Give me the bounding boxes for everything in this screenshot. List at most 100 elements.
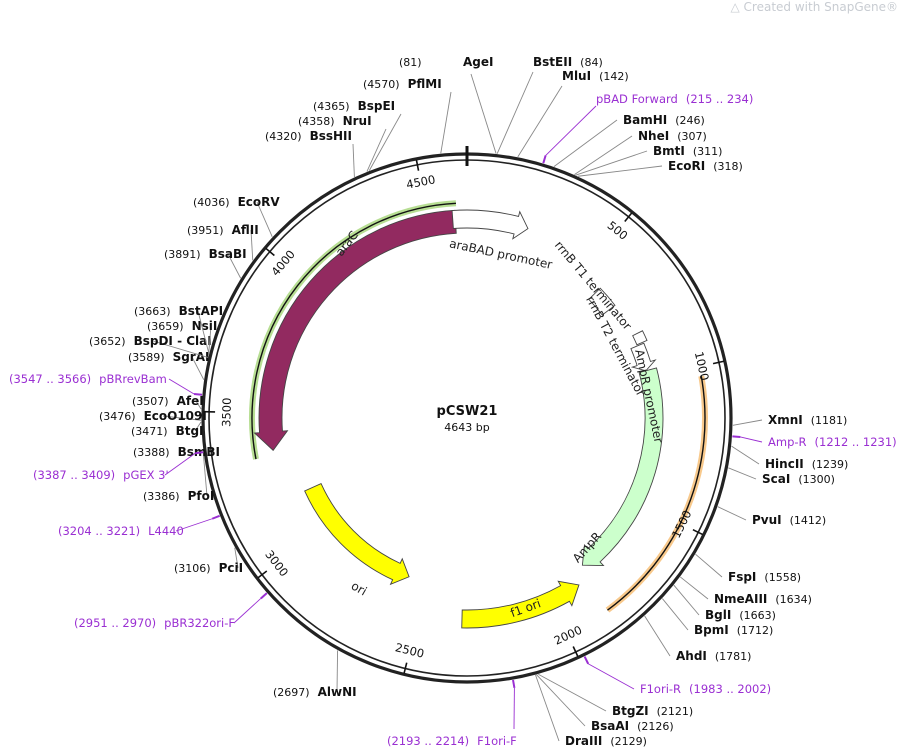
- primer-amp-r[interactable]: Amp-R(1212 .. 1231): [768, 435, 897, 449]
- enzyme-leader-xmni: [732, 419, 763, 426]
- enzyme-mlui[interactable]: MluI(142): [562, 69, 629, 83]
- primer-leader-l4440: [175, 518, 213, 532]
- enzyme-name: BmtI: [653, 144, 685, 158]
- enzyme-pvui[interactable]: PvuI(1412): [752, 513, 826, 527]
- enzyme-leader-nhei: [574, 135, 633, 176]
- enzyme-bmti[interactable]: BmtI(311): [653, 144, 722, 158]
- primer-name: pBRrevBam: [99, 372, 167, 386]
- primer-pbad-forward[interactable]: pBAD Forward(215 .. 234): [596, 92, 753, 106]
- feature-ampr-promoter[interactable]: [630, 342, 657, 372]
- enzyme-nsii[interactable]: (3659)NsiI: [147, 319, 217, 333]
- tick-mark: [257, 570, 268, 579]
- enzyme-bspei[interactable]: (4365) BspEI: [313, 99, 395, 113]
- enzyme-name: AflII: [232, 223, 259, 237]
- primer-name: F1ori-R: [640, 682, 681, 696]
- enzyme-position: (4358): [298, 115, 335, 128]
- enzyme-bsshii[interactable]: (4320)BssHII: [265, 129, 352, 143]
- enzyme-position: (1239): [812, 458, 849, 471]
- primer-mark-f1ori-r: [583, 656, 590, 665]
- enzyme-hincii[interactable]: HincII(1239): [765, 457, 848, 471]
- enzyme-bpmi[interactable]: BpmI (1712): [694, 623, 773, 637]
- primer-range: (3387 .. 3409): [33, 468, 115, 482]
- tick-mark: [415, 159, 420, 171]
- feature-arabad-promoter[interactable]: [451, 209, 529, 240]
- primer-pbrrevbam[interactable]: (3547 .. 3566)pBRrevBam: [9, 372, 167, 386]
- enzyme-afei[interactable]: (3507)AfeI: [132, 394, 204, 408]
- enzyme-position: (3386): [143, 490, 180, 503]
- primer-mark-amp-r: [732, 435, 741, 438]
- enzyme-pflmi[interactable]: (4570)PflMI: [363, 77, 442, 91]
- primer-range: (3204 .. 3221): [58, 524, 140, 538]
- enzyme-ahdi[interactable]: AhdI(1781): [676, 649, 751, 663]
- enzyme-xmni[interactable]: XmnI(1181): [768, 413, 847, 427]
- watermark-reg: ®: [886, 0, 898, 14]
- enzyme-bamhi[interactable]: BamHI(246): [623, 113, 705, 127]
- primer-f1ori-r[interactable]: F1ori-R(1983 .. 2002): [640, 682, 771, 696]
- feature-rrnb-t2-terminator[interactable]: [632, 330, 648, 346]
- enzyme-bgli[interactable]: BglI(1663): [705, 608, 776, 622]
- primer-pgex-3[interactable]: (3387 .. 3409)pGEX 3': [33, 468, 169, 482]
- enzyme-position: (3106): [174, 562, 211, 575]
- enzyme-name: BsaAI: [591, 719, 629, 733]
- enzyme-btgi[interactable]: (3471) BtgI: [131, 424, 204, 438]
- enzyme-bsmbi[interactable]: (3388)BsmBI: [133, 445, 220, 459]
- enzyme-sgrai[interactable]: (3589)SgrAI: [128, 350, 209, 364]
- enzyme-nrui[interactable]: (4358)NruI: [298, 114, 372, 128]
- tick-label: 2000: [552, 623, 584, 648]
- enzyme-position: (1300): [798, 473, 835, 486]
- feature-ampr[interactable]: [581, 367, 664, 567]
- enzyme-name: BpmI: [694, 623, 729, 637]
- enzyme-nmeaiii[interactable]: NmeAIII(1634): [714, 592, 812, 606]
- enzyme-name: AfeI: [177, 394, 204, 408]
- enzyme-fspi[interactable]: FspI(1558): [728, 570, 801, 584]
- feature-rrnb-t1-terminator[interactable]: [588, 287, 616, 316]
- feature-f1-ori[interactable]: [461, 580, 580, 629]
- enzyme-nhei[interactable]: NheI(307): [638, 129, 707, 143]
- enzyme-position: (1412): [790, 514, 827, 527]
- enzyme-ecorv[interactable]: (4036)EcoRV: [193, 195, 280, 209]
- enzyme-pfoi[interactable]: (3386)PfoI: [143, 489, 214, 503]
- enzyme-leader-bsshii: [352, 143, 355, 178]
- plasmid-size: 4643 bp: [444, 421, 489, 434]
- enzyme-position: (1712): [737, 624, 774, 637]
- enzyme-name: BspDI: [134, 334, 173, 348]
- enzyme-bsaai[interactable]: BsaAI(2126): [591, 719, 674, 733]
- tick-label: 4000: [268, 247, 298, 278]
- enzyme-leader-bsabi: [227, 253, 242, 279]
- enzyme-position: (3471): [131, 425, 168, 438]
- enzyme-agei[interactable]: (81)AgeI: [399, 55, 493, 69]
- primer-mark-pbr322ori-f: [260, 592, 268, 600]
- enzyme-name: BstEII: [533, 55, 572, 69]
- primer-f1ori-f[interactable]: (2193 .. 2214)F1ori-F: [387, 734, 517, 748]
- enzyme-position: (3388): [133, 446, 170, 459]
- primer-name: pBR322ori-F: [164, 616, 235, 630]
- feature-arac[interactable]: [253, 209, 457, 452]
- enzyme-bspdi[interactable]: (3652)BspDI - ClaI: [89, 334, 212, 348]
- enzyme-bsteii[interactable]: BstEII(84): [533, 55, 603, 69]
- primer-mark-f1ori-f: [512, 679, 516, 689]
- enzyme-position: (4320): [265, 130, 302, 143]
- enzyme-scai[interactable]: ScaI(1300): [762, 472, 835, 486]
- primer-l4440[interactable]: (3204 .. 3221)L4440: [58, 524, 184, 538]
- enzyme-name: BspEI: [358, 99, 396, 113]
- enzyme-bsabi[interactable]: (3891)BsaBI: [164, 247, 247, 261]
- enzyme-aflii[interactable]: (3951)AflII: [187, 223, 259, 237]
- enzyme-name: PciI: [219, 561, 244, 575]
- enzyme-draiii[interactable]: DraIII(2129): [565, 734, 647, 748]
- enzyme-pcii[interactable]: (3106) PciI: [174, 561, 243, 575]
- enzyme-position: (4365): [313, 100, 350, 113]
- primer-name: pBAD Forward: [596, 92, 678, 106]
- primer-leader-pgex-3: [164, 452, 196, 476]
- enzyme-alwni[interactable]: (2697)AlwNI: [273, 685, 357, 699]
- enzyme-leader-bamhi: [553, 119, 618, 167]
- enzyme-name: BtgI: [176, 424, 204, 438]
- enzyme-position: (3891): [164, 248, 201, 261]
- enzyme-btgzi[interactable]: BtgZI(2121): [612, 704, 693, 718]
- enzyme-bstapi[interactable]: (3663)BstAPI: [134, 304, 223, 318]
- enzyme-ecori[interactable]: EcoRI(318): [668, 159, 743, 173]
- primer-pbr322ori-f[interactable]: (2951 .. 2970)pBR322ori-F: [74, 616, 235, 630]
- enzyme-ecoo109i[interactable]: (3476)EcoO109I: [99, 409, 207, 423]
- feature-ori[interactable]: [304, 483, 410, 586]
- enzyme-leader-alwni: [336, 650, 339, 693]
- primer-range: (1212 .. 1231): [815, 435, 897, 449]
